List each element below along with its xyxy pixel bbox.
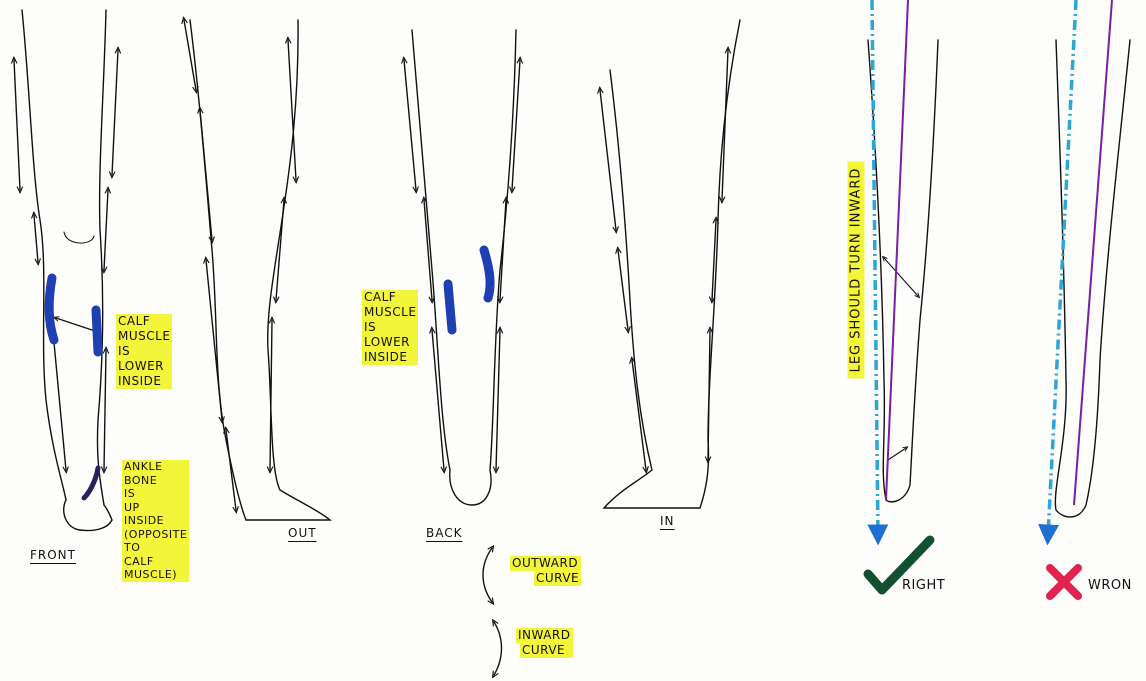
label-back: BACK: [426, 526, 462, 540]
wrong-example-leg: [1055, 40, 1130, 517]
calf-marker-front-outer: [49, 278, 54, 340]
label-front: FRONT: [30, 548, 76, 562]
ankle-bone-marker: [84, 468, 98, 498]
wrong-axis-line: [1074, 0, 1112, 505]
label-out: OUT: [288, 526, 317, 540]
legend-outward-curve: OUTWARD CURVE: [510, 556, 581, 586]
inward-curve-symbol: [494, 622, 502, 675]
inner-view-leg: [600, 20, 740, 508]
note-calf-back: CALF MUSCLE IS LOWER INSIDE: [362, 290, 418, 365]
verdict-right: RIGHT: [902, 578, 945, 593]
right-plumb-line: [872, 0, 878, 535]
calf-marker-back-outer: [484, 250, 490, 298]
note-calf-front: CALF MUSCLE IS LOWER INSIDE: [116, 314, 172, 389]
calf-marker-back-inner: [448, 284, 452, 330]
calf-marker-front-inner: [96, 310, 98, 352]
outer-view-leg: [184, 20, 330, 520]
note-leg-turn-inward: LEG SHOULD TURN INWARD: [846, 100, 866, 440]
verdict-wrong: WRON: [1088, 578, 1132, 593]
legend-inward-curve: INWARD CURVE: [516, 628, 573, 658]
note-ankle-bone: ANKLE BONE IS UP INSIDE (OPPOSITE TO CAL…: [122, 460, 189, 582]
front-view-leg: [14, 10, 118, 531]
outward-curve-symbol: [483, 548, 492, 602]
right-axis-line: [886, 0, 908, 500]
cross-icon: [1050, 568, 1078, 596]
back-view-leg: [404, 30, 520, 505]
label-in: IN: [660, 514, 675, 528]
wrong-plumb-line: [1048, 0, 1076, 535]
